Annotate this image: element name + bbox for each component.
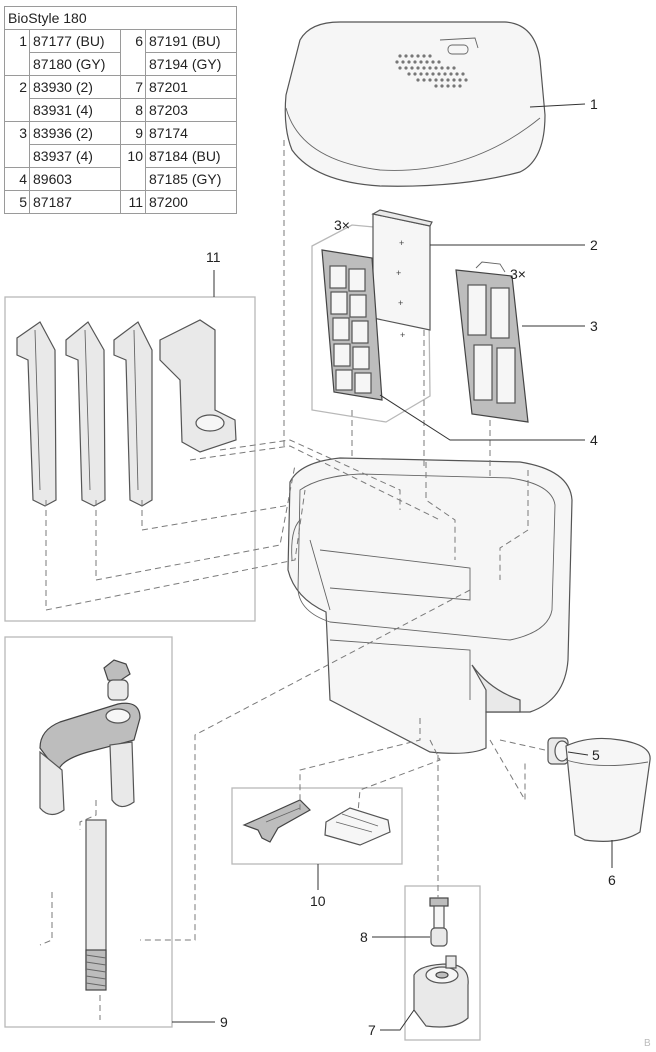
filler-part [16, 319, 237, 507]
svg-text:+: + [399, 238, 404, 248]
callout-11: 11 [206, 249, 221, 265]
corner-mark: B [644, 1038, 651, 1049]
table-cell: 87194 (GY) [145, 52, 237, 76]
lid-vent-holes [395, 54, 468, 88]
table-cell: 7 [120, 75, 146, 99]
table-cell: 87180 (GY) [29, 52, 121, 76]
table-cell: 87185 (GY) [145, 167, 237, 191]
pump-shaft-part [429, 897, 449, 947]
callout-5: 5 [592, 747, 600, 763]
heater-cover-part [565, 737, 651, 842]
table-cell: 5 [4, 190, 30, 214]
callout-2: 2 [590, 237, 598, 253]
parts-table: BioStyle 180 1 87177 (BU) 6 87191 (BU) 8… [4, 6, 237, 214]
table-cell: 87200 [145, 190, 237, 214]
clips-part [242, 799, 391, 846]
callout-7: 7 [368, 1022, 376, 1038]
table-title-row: BioStyle 180 [4, 6, 237, 30]
table-cell: 83931 (4) [29, 98, 121, 122]
parts-box-7 [404, 885, 481, 1041]
tank-body-part [287, 457, 573, 754]
table-cell: 87184 (BU) [145, 144, 237, 168]
sponge-part: + + + + [371, 209, 433, 340]
table-row: 83931 (4) 8 87203 [4, 98, 237, 122]
parts-box-9 [4, 636, 173, 1028]
filter-cartridge-part [321, 249, 383, 401]
connector-part [547, 737, 570, 765]
outlet-pipe-part [39, 659, 141, 991]
table-row: 87180 (GY) 87194 (GY) [4, 52, 237, 76]
callout-6: 6 [608, 872, 616, 888]
table-title: BioStyle 180 [4, 6, 237, 30]
filter-group-frame [311, 224, 431, 423]
table-cell: 11 [120, 190, 146, 214]
svg-text:+: + [398, 298, 403, 308]
callout-4: 4 [590, 432, 598, 448]
assembly-dashed-lines [39, 140, 546, 1020]
cartridge-3-part [455, 261, 529, 423]
callout-8: 8 [360, 929, 368, 945]
callout-9: 9 [220, 1014, 228, 1030]
table-cell: 10 [120, 144, 146, 168]
table-row: 4 89603 87185 (GY) [4, 167, 237, 191]
callout-leader-lines [172, 103, 613, 1031]
parts-box-11 [4, 296, 256, 622]
lid-part [284, 21, 546, 187]
callout-3: 3 [590, 318, 598, 334]
table-row: 5 87187 11 87200 [4, 190, 237, 214]
table-cell: 89603 [29, 167, 121, 191]
callout-10: 10 [310, 893, 326, 909]
svg-text:+: + [400, 330, 405, 340]
pump-housing-part [413, 955, 469, 1028]
quantity-label-3: 3× [510, 266, 526, 282]
parts-box-10 [231, 787, 403, 865]
table-row: 83937 (4) 10 87184 (BU) [4, 144, 237, 168]
table-cell: 87201 [145, 75, 237, 99]
svg-text:+: + [396, 268, 401, 278]
table-cell: 87203 [145, 98, 237, 122]
quantity-label-2: 3× [334, 217, 350, 233]
table-cell: 87177 (BU) [29, 29, 121, 53]
table-row: 1 87177 (BU) 6 87191 (BU) [4, 29, 237, 53]
table-cell: 87191 (BU) [145, 29, 237, 53]
callout-1: 1 [590, 96, 598, 112]
table-row: 2 83930 (2) 7 87201 [4, 75, 237, 99]
